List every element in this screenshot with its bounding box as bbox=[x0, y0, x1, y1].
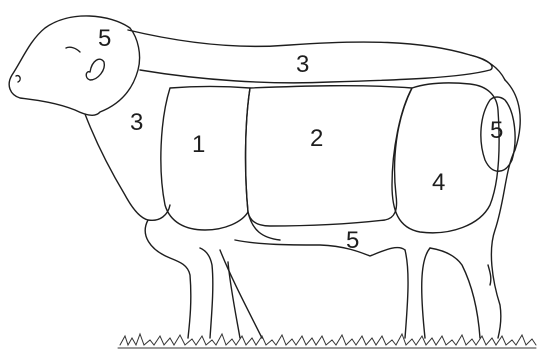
hind-leg-inner bbox=[430, 248, 480, 338]
region-1-outline bbox=[161, 87, 250, 231]
label-tail: 5 bbox=[490, 117, 503, 144]
region-4-outline bbox=[392, 83, 499, 233]
back-strip-divider bbox=[140, 55, 492, 83]
hind-leg-mark bbox=[488, 265, 491, 285]
second-fore-leg bbox=[220, 250, 262, 338]
label-leg: 4 bbox=[432, 169, 445, 196]
second-fore-leg-back bbox=[228, 262, 240, 338]
breast-outline bbox=[145, 220, 191, 338]
head-outline bbox=[9, 16, 139, 115]
label-belly: 5 bbox=[346, 227, 359, 254]
nose-mark bbox=[16, 76, 20, 82]
label-middle: 2 bbox=[310, 125, 323, 152]
ear-mark bbox=[66, 47, 80, 52]
fore-leg-inner bbox=[200, 248, 213, 338]
grass bbox=[118, 334, 536, 348]
label-back: 3 bbox=[296, 51, 309, 78]
region-2-outline bbox=[246, 86, 412, 226]
belly-outline bbox=[235, 240, 405, 256]
neck-front-outline bbox=[85, 114, 170, 220]
label-shoulder: 1 bbox=[192, 131, 205, 158]
eye-mark bbox=[86, 59, 104, 80]
back-outline bbox=[128, 30, 505, 80]
hind-leg-back bbox=[405, 250, 408, 338]
label-neck: 3 bbox=[130, 109, 143, 136]
second-hind-leg bbox=[422, 248, 430, 338]
label-head: 5 bbox=[98, 25, 111, 52]
